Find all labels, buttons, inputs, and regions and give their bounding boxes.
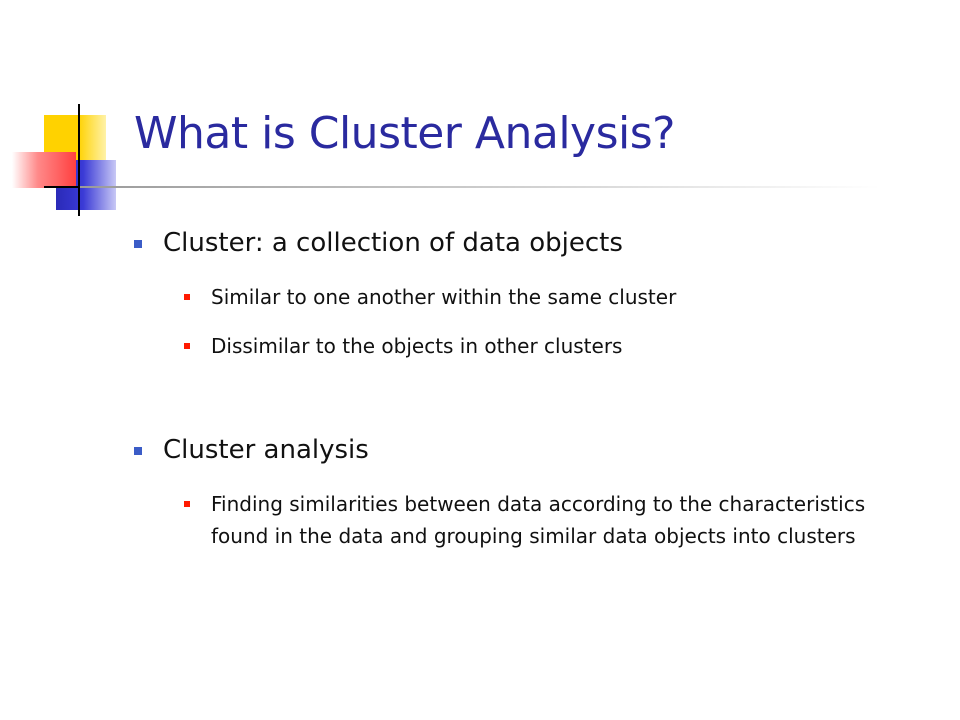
subbullet-item-similar: Similar to one another within the same c… bbox=[184, 281, 934, 313]
subbullet-text: Similar to one another within the same c… bbox=[211, 285, 677, 309]
red-block bbox=[12, 152, 76, 188]
title-underline bbox=[80, 186, 880, 188]
bullet-item-cluster: Cluster: a collection of data objects bbox=[134, 225, 934, 261]
subbullet-text: Dissimilar to the objects in other clust… bbox=[211, 334, 623, 358]
square-bullet-icon bbox=[184, 343, 190, 349]
subbullet-text: Finding similarities between data accord… bbox=[211, 492, 866, 548]
color-blocks-logo-icon bbox=[0, 0, 140, 230]
square-bullet-icon bbox=[134, 447, 142, 455]
subbullet-item-finding: Finding similarities between data accord… bbox=[184, 488, 919, 552]
logo-vertical-line bbox=[78, 104, 80, 216]
square-bullet-icon bbox=[184, 294, 190, 300]
square-bullet-icon bbox=[184, 501, 190, 507]
square-bullet-icon bbox=[134, 240, 142, 248]
bullet-text: Cluster: a collection of data objects bbox=[163, 228, 623, 258]
bullet-item-cluster-analysis: Cluster analysis bbox=[134, 432, 934, 468]
slide-title: What is Cluster Analysis? bbox=[134, 108, 676, 159]
bullet-text: Cluster analysis bbox=[163, 435, 369, 465]
subbullet-item-dissimilar: Dissimilar to the objects in other clust… bbox=[184, 330, 934, 362]
